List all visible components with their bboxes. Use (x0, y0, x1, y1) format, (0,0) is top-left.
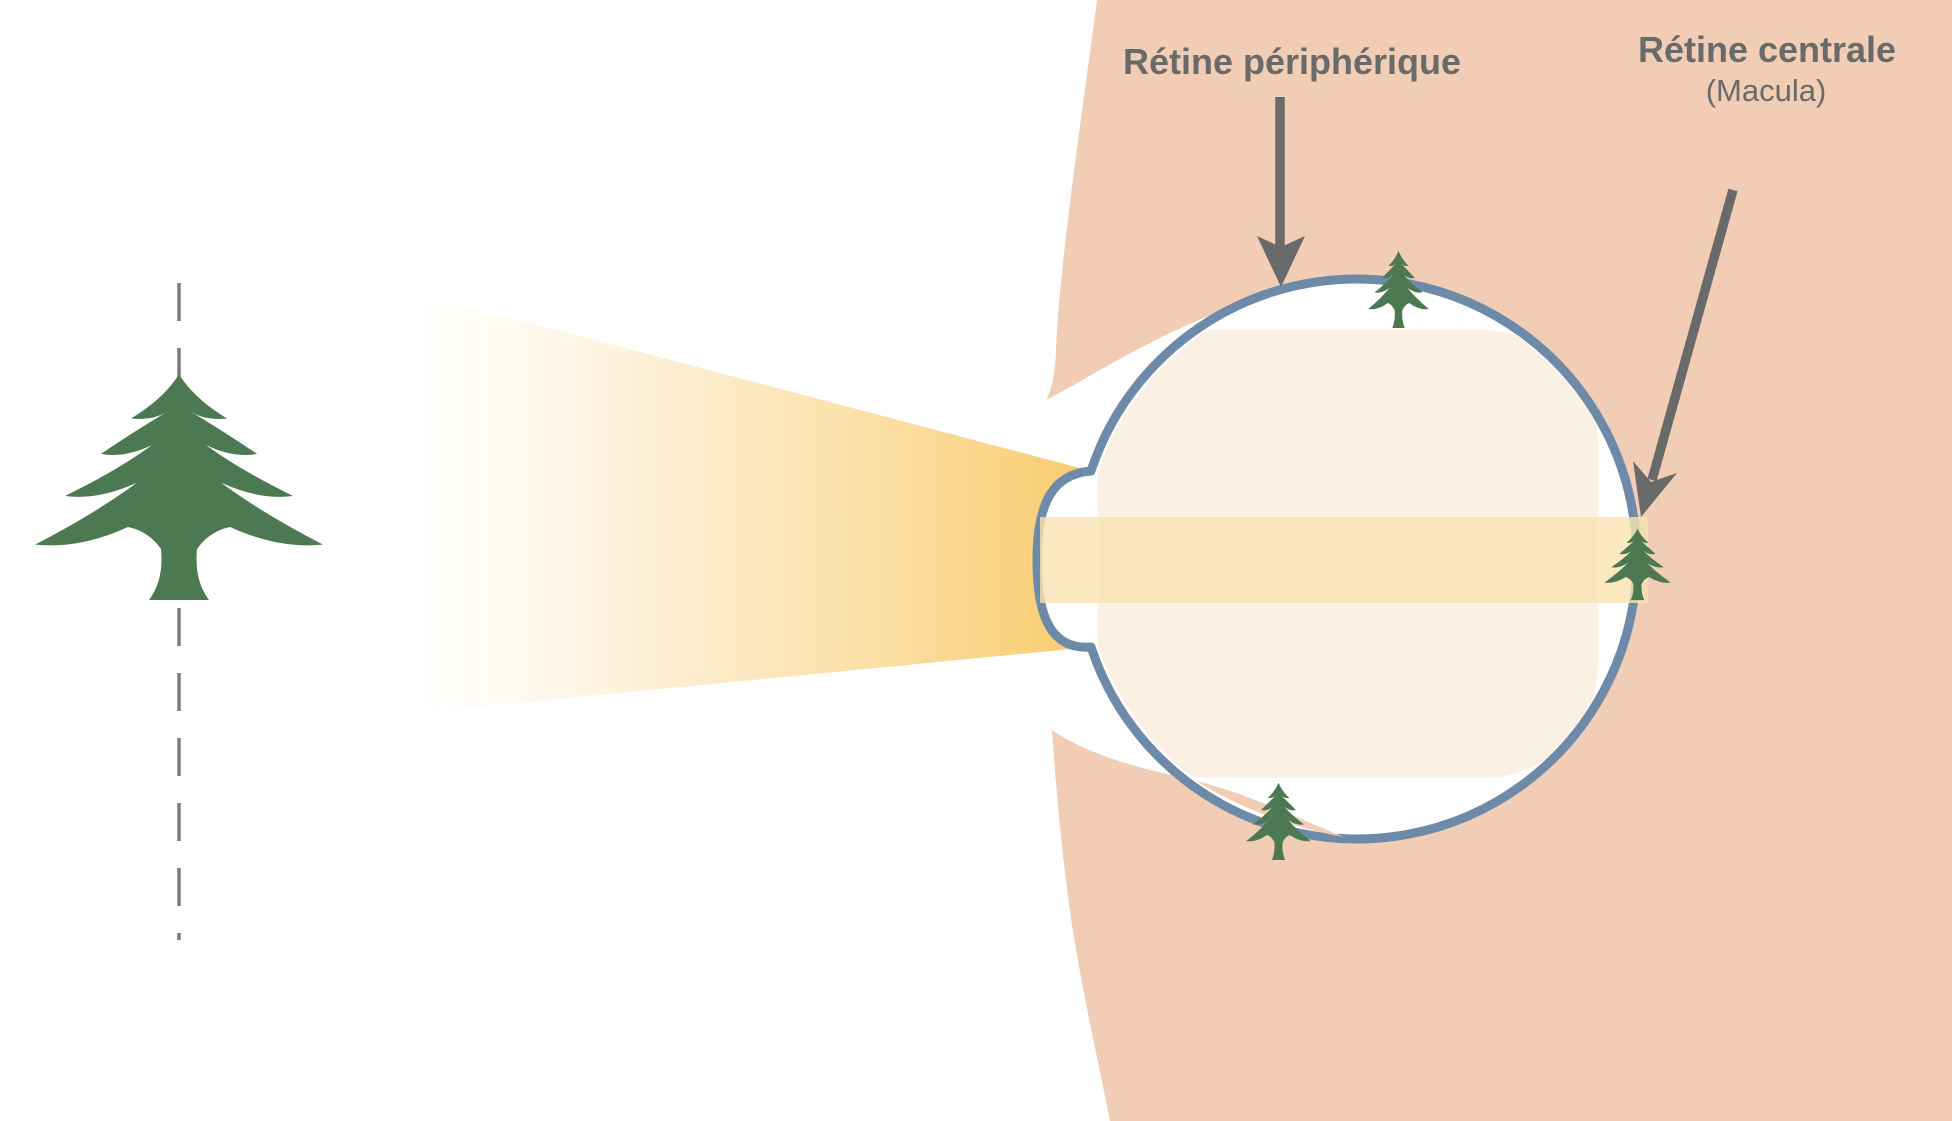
focused-light-band (1040, 517, 1648, 603)
macula-arrow-line (1647, 188, 1738, 482)
object-tree-icon (35, 374, 323, 600)
macula-arrowhead-icon (1633, 461, 1677, 517)
tissue-overlap-lower-rim (1196, 781, 1344, 837)
macula-sublabel: (Macula) (1705, 73, 1827, 108)
peripheral-retina-label: Rétine périphérique (1122, 41, 1462, 82)
central-retina-label: Rétine centrale (1637, 29, 1897, 70)
light-cone (425, 295, 1091, 712)
peripheral-retina-arrowhead-icon (1257, 236, 1305, 287)
